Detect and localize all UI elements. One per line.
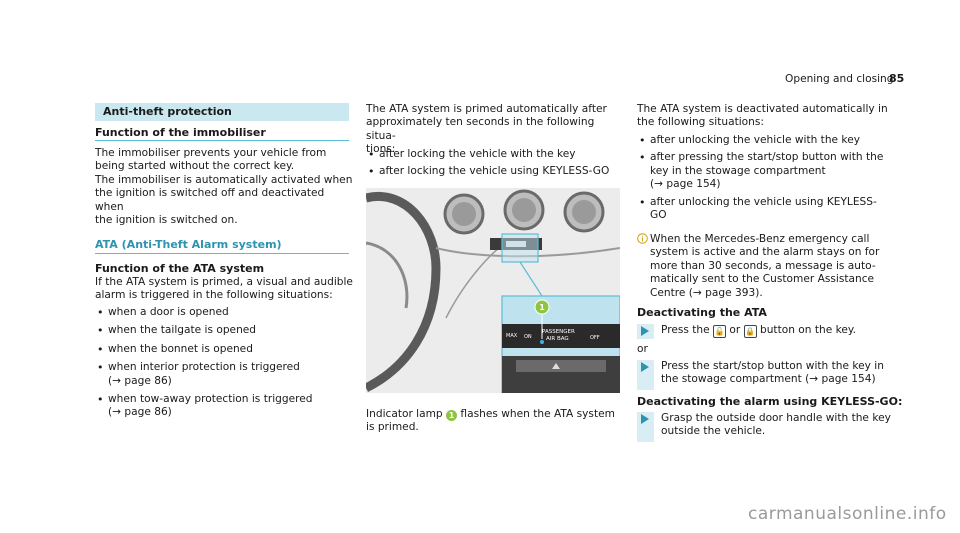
ata-heading: ATA (Anti-Theft Alarm system)	[95, 238, 282, 251]
heading-rule	[95, 253, 349, 254]
ata-intro: If the ATA system is primed, a visual an…	[95, 276, 353, 302]
list-item: after unlocking the vehicle with the key	[637, 134, 897, 148]
dashboard-figure: MAX ON PASSENGER AIR BAG OFF 1	[363, 188, 621, 394]
callout-badge: 1	[446, 410, 458, 421]
page-link[interactable]: (→ page 86)	[108, 406, 172, 419]
immobiliser-heading: Function of the immobiliser	[95, 126, 266, 139]
running-header: Opening and closing	[785, 73, 894, 85]
alarm-trigger-list: when a door is opened when the tailgate …	[95, 306, 355, 420]
section-title: Anti-theft protection	[95, 103, 349, 121]
priming-list: after locking the vehicle with the key a…	[366, 148, 626, 179]
immobiliser-text: The immobiliser prevents your vehicle fr…	[95, 147, 353, 227]
keyless-heading: Deactivating the alarm using KEYLESS-GO:	[637, 395, 903, 408]
step-arrow-icon	[641, 362, 649, 372]
info-icon	[637, 233, 648, 244]
callout-1: 1	[539, 303, 545, 312]
step-press-key-button: Press the 🔓 or 🔒 button on the key.	[637, 324, 897, 339]
watermark: carmanualsonline.info	[748, 504, 947, 524]
list-item: when the bonnet is opened	[95, 343, 355, 357]
step-press-start-stop: Press the start/stop button with the key…	[637, 360, 897, 390]
list-item: after unlocking the vehicle using KEYLES…	[637, 196, 897, 210]
list-item: when the tailgate is opened	[95, 324, 355, 338]
list-item: after locking the vehicle with the key	[366, 148, 626, 162]
list-item: after pressing the start/stop button wit…	[637, 151, 897, 165]
step-arrow-icon	[641, 326, 649, 336]
step-arrow-icon	[641, 414, 649, 424]
ata-deactivation-intro: The ATA system is deactivated automatica…	[637, 103, 888, 129]
list-item-cont: key in the stowage compartment	[650, 164, 826, 177]
passenger-label: PASSENGER	[542, 329, 575, 335]
page-link[interactable]: (→ page 154)	[650, 178, 721, 191]
off-label: OFF	[590, 335, 600, 341]
ata-function-heading: Function of the ATA system	[95, 262, 265, 275]
list-item: when a door is opened	[95, 306, 355, 320]
page-number: 85	[889, 72, 905, 85]
info-note: When the Mercedes-Benz emergency call sy…	[637, 233, 897, 303]
max-label: MAX	[506, 333, 518, 339]
page-link[interactable]: (→ page 86)	[108, 374, 172, 387]
step-grasp-handle: Grasp the outside door handle with the k…	[637, 412, 897, 442]
list-item: after locking the vehicle using KEYLESS-…	[366, 165, 626, 179]
dashboard-illustration: MAX ON PASSENGER AIR BAG OFF 1	[363, 188, 621, 394]
list-item: when interior protection is triggered	[95, 361, 355, 375]
unlock-key-icon: 🔓	[713, 325, 727, 338]
list-item-cont: GO	[650, 209, 667, 222]
lock-key-icon: 🔒	[743, 325, 757, 338]
deactivation-list: after unlocking the vehicle with the key…	[637, 134, 897, 222]
or-label: or	[637, 343, 648, 355]
heading-rule	[95, 140, 349, 141]
deactivating-heading: Deactivating the ATA	[637, 306, 767, 319]
figure-caption: Indicator lamp 1 flashes when the ATA sy…	[366, 408, 615, 434]
list-item: when tow-away protection is triggered	[95, 393, 355, 407]
on-label: ON	[524, 334, 532, 340]
airbag-label: AIR BAG	[546, 336, 569, 342]
